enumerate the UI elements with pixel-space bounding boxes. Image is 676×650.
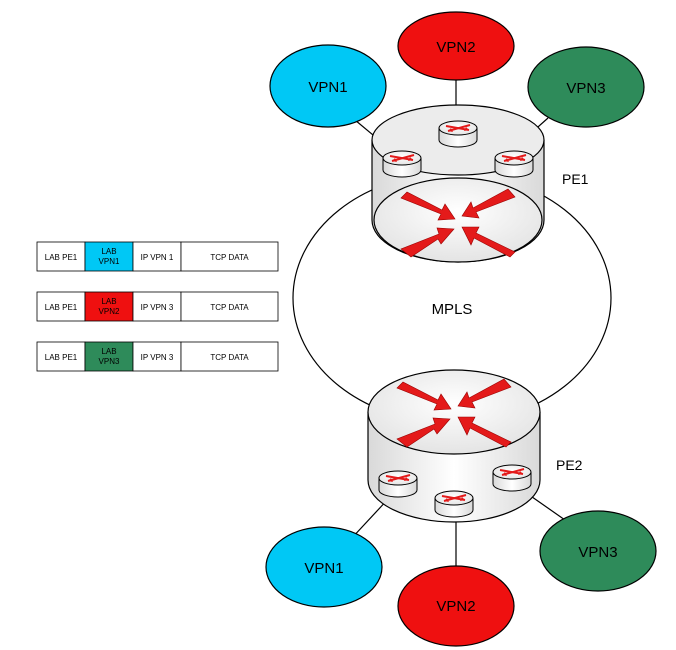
ip-vpn-text: IP VPN 3 xyxy=(141,303,174,312)
lab-vpn-text-line2: VPN3 xyxy=(99,357,120,366)
pe1-vpn2-label: VPN2 xyxy=(436,39,475,56)
pe1-vpn3-site: VPN3 xyxy=(527,46,645,128)
tcp-data-text: TCP DATA xyxy=(210,253,249,262)
lab-vpn-text-line1: LAB xyxy=(101,247,116,256)
pe1-vpn3-ellipse xyxy=(527,46,645,128)
pe1-router-icon xyxy=(371,104,545,263)
tcp-data-text: TCP DATA xyxy=(210,303,249,312)
pe1-vpn2-ellipse xyxy=(397,11,515,81)
pe1-vpn3-label: VPN3 xyxy=(566,80,605,97)
pe1-vpn2-site: VPN2 xyxy=(397,11,515,81)
mpls-label: MPLS xyxy=(432,301,473,318)
lab-vpn-text-line1: LAB xyxy=(101,347,116,356)
pe2-vpn3-ellipse xyxy=(539,510,657,592)
pe2-router-icon xyxy=(367,369,541,523)
lab-pe-text: LAB PE1 xyxy=(45,353,78,362)
ip-vpn-text: IP VPN 1 xyxy=(141,253,174,262)
lab-vpn-text-line1: LAB xyxy=(101,297,116,306)
lab-vpn-cell xyxy=(84,291,134,322)
pe2-vpn1-ellipse xyxy=(265,526,383,608)
pe2-label: PE2 xyxy=(556,457,583,473)
pe1-vpn1-label: VPN1 xyxy=(308,79,347,96)
pe1-label: PE1 xyxy=(562,171,589,187)
ip-vpn-text: IP VPN 3 xyxy=(141,353,174,362)
pe2-vpn2-site: VPN2 xyxy=(397,565,515,647)
tcp-data-cell xyxy=(180,341,279,372)
pe2-vpn2-ellipse xyxy=(397,565,515,647)
pe2-vpn1-site: VPN1 xyxy=(265,526,383,608)
pe2-vpn2-label: VPN2 xyxy=(436,598,475,615)
pe1-vpn1-site: VPN1 xyxy=(269,44,387,128)
pe2-vpn3-label: VPN3 xyxy=(578,544,617,561)
lab-pe-cell xyxy=(36,291,86,322)
lab-vpn-text-line2: VPN2 xyxy=(99,307,120,316)
lab-pe-text: LAB PE1 xyxy=(45,253,78,262)
pe1-vpn1-ellipse xyxy=(269,44,387,128)
pe2-vpn3-site: VPN3 xyxy=(539,510,657,592)
lab-pe-text: LAB PE1 xyxy=(45,303,78,312)
lab-vpn-text-line2: VPN1 xyxy=(99,257,120,266)
ip-vpn-cell xyxy=(132,241,182,272)
tcp-data-text: TCP DATA xyxy=(210,353,249,362)
pe2-vpn1-label: VPN1 xyxy=(304,560,343,577)
tcp-data-cell xyxy=(180,291,279,322)
tcp-data-cell xyxy=(180,241,279,272)
ip-vpn-cell xyxy=(132,291,182,322)
